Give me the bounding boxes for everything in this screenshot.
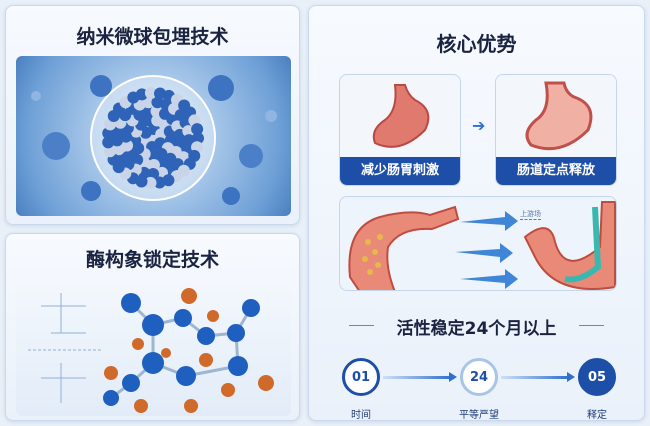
bead: [191, 123, 204, 136]
bead: [142, 114, 155, 127]
timeline-label: 平等严望: [459, 410, 499, 421]
nanosphere-illustration: [16, 56, 291, 216]
arrow-icon: ➔: [472, 116, 486, 135]
card-label: 减少肠胃刺激: [340, 157, 460, 185]
timeline-step: 24: [460, 358, 498, 396]
enzyme-lock-panel: 酶构象锁定技术: [5, 233, 300, 421]
timeline-arrow: [383, 372, 457, 382]
diagram-label: 上游场: [520, 210, 541, 220]
bead: [102, 127, 115, 140]
release-diagram: 上游场: [339, 196, 617, 291]
panel-title: 核心优势: [436, 32, 517, 56]
timeline-label: 时间: [351, 410, 371, 421]
nanosphere-panel: 纳米微球包埋技术: [5, 5, 300, 225]
bead: [182, 134, 195, 147]
bead: [144, 176, 157, 189]
intestine-stomach-icon: [525, 81, 593, 151]
core-advantages-panel: 核心优势 减少肠胃刺激 ➔ 肠道定点释放 上游场 活性稳定24个月以上 01 2…: [308, 5, 645, 421]
bead: [177, 164, 190, 177]
molecule-illustration: [16, 278, 291, 416]
advantage-card: 减少肠胃刺激: [339, 74, 461, 186]
panel-title: 纳米微球包埋技术: [76, 26, 229, 48]
bead: [135, 88, 148, 101]
digestive-release-graphic: [348, 201, 616, 290]
timeline-step: 05: [578, 358, 616, 396]
bead: [141, 105, 154, 118]
bead: [102, 136, 115, 149]
bead: [147, 158, 160, 171]
bead: [151, 114, 164, 127]
timeline-step: 01: [342, 358, 380, 396]
card-label: 肠道定点释放: [496, 157, 616, 185]
divider-right: [579, 325, 604, 326]
timeline-arrow: [501, 372, 575, 382]
panel-title: 酶构象锁定技术: [85, 249, 219, 271]
molecule-graphic: [28, 288, 274, 413]
bead: [104, 145, 117, 158]
timeline-label: 释定: [587, 410, 607, 421]
microsphere-graphic: [31, 75, 277, 205]
bead: [144, 87, 157, 100]
bead: [153, 176, 166, 189]
divider-left: [349, 325, 374, 326]
advantage-card: 肠道定点释放: [495, 74, 617, 186]
bead: [191, 132, 204, 145]
stomach-icon: [372, 84, 430, 148]
stability-title: 活性稳定24个月以上: [396, 319, 557, 339]
